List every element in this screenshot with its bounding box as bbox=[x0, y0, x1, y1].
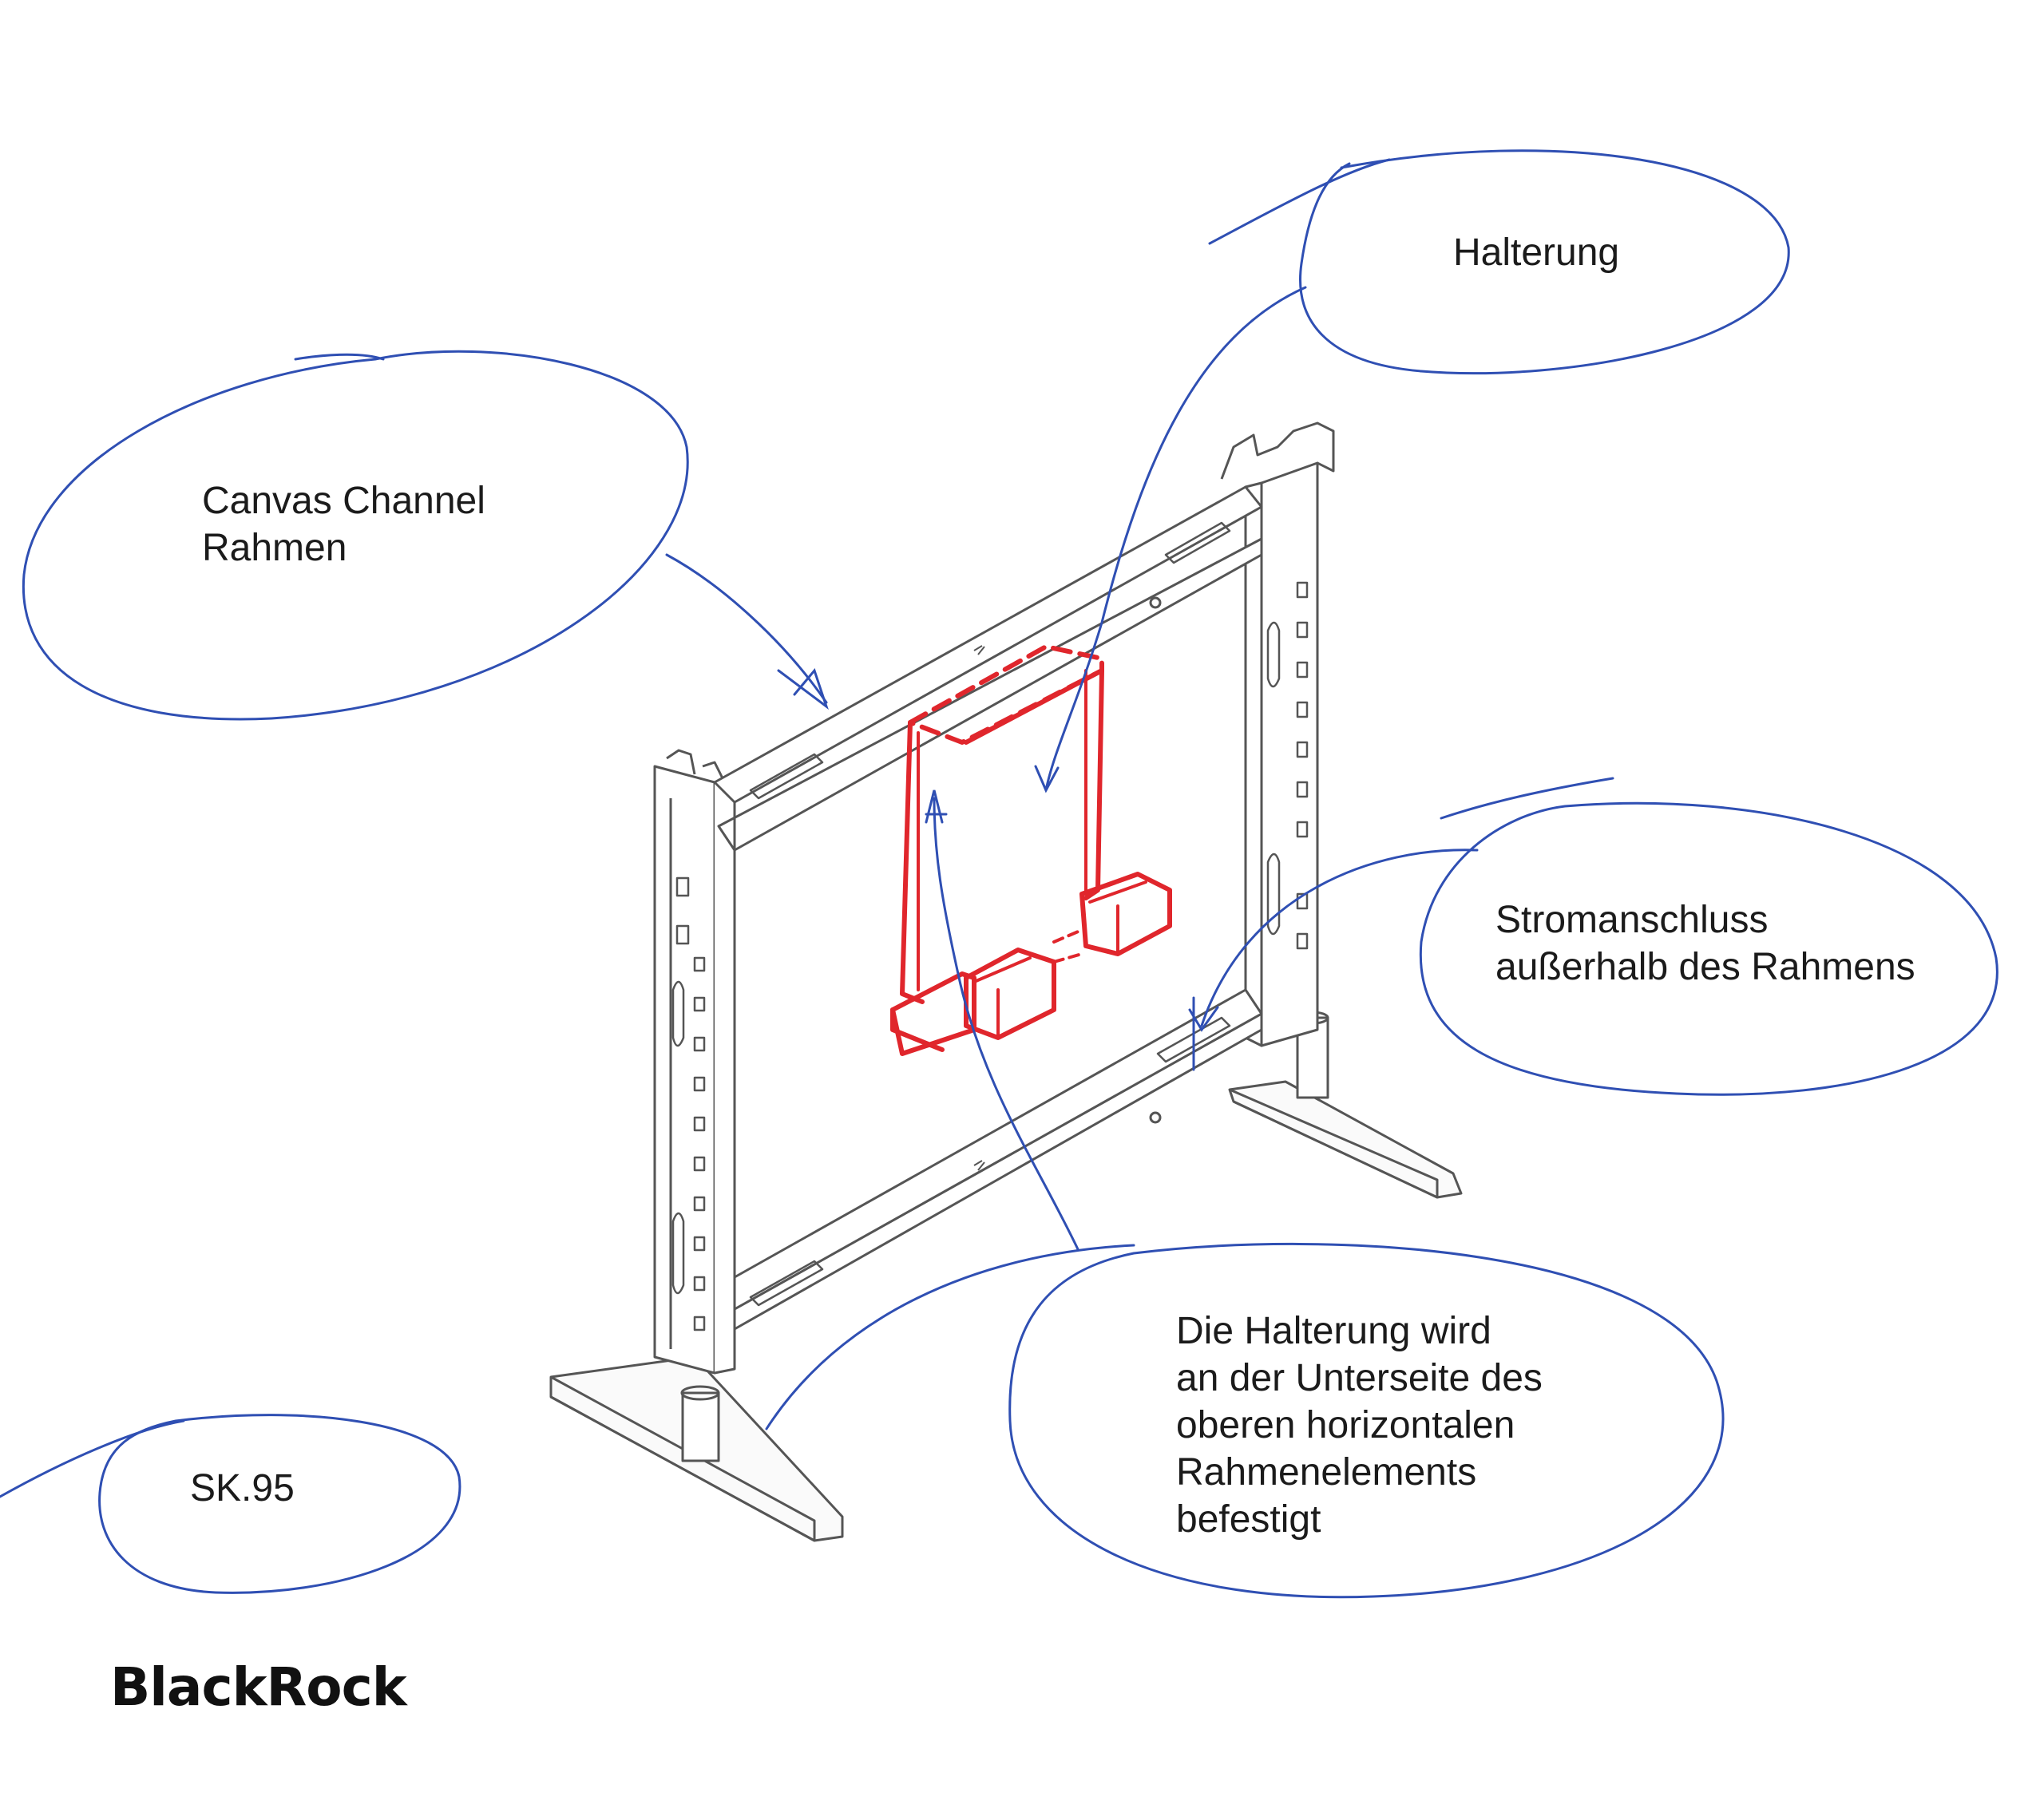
halterung-arrow bbox=[1044, 286, 1307, 792]
mount-desc-line1: Die Halterung wird bbox=[1176, 1310, 1491, 1352]
frame-drawing bbox=[549, 421, 1463, 1542]
mount-bubble bbox=[1008, 1242, 1725, 1599]
strom-bubble bbox=[1419, 801, 1998, 1096]
canvas-arrow bbox=[665, 553, 828, 704]
stromanschluss-label-line1: Stromanschluss bbox=[1495, 899, 1769, 941]
model-bubble bbox=[98, 1414, 461, 1594]
mount-desc-line5: befestigt bbox=[1176, 1498, 1321, 1541]
mount-desc-line2: an der Unterseite des bbox=[1176, 1357, 1543, 1399]
left-leg-post bbox=[681, 1391, 720, 1462]
top-rail bbox=[717, 537, 1263, 852]
halterung-label: Halterung bbox=[1453, 231, 1620, 274]
left-upright bbox=[653, 765, 716, 1375]
annotations bbox=[0, 149, 1998, 1599]
canvas-channel-label-line1: Canvas Channel bbox=[202, 480, 485, 522]
mount-arrow bbox=[933, 797, 1079, 1251]
right-upright bbox=[1260, 461, 1319, 1047]
canvas-channel-label-line2: Rahmen bbox=[202, 527, 347, 569]
model-label: SK.95 bbox=[190, 1467, 295, 1509]
halterung-bubble bbox=[1299, 149, 1790, 375]
mount-desc-line4: Rahmenelements bbox=[1176, 1451, 1477, 1494]
bracket-drawing bbox=[890, 644, 1172, 1056]
mount-desc-line3: oberen horizontalen bbox=[1176, 1404, 1515, 1446]
stromanschluss-label-line2: außerhalb des Rahmens bbox=[1495, 946, 1915, 988]
canvas-bubble bbox=[22, 350, 689, 721]
brand-logo: BlackRock bbox=[110, 1656, 407, 1718]
bottom-rail bbox=[733, 1012, 1263, 1331]
strom-arrow bbox=[1200, 849, 1479, 1027]
